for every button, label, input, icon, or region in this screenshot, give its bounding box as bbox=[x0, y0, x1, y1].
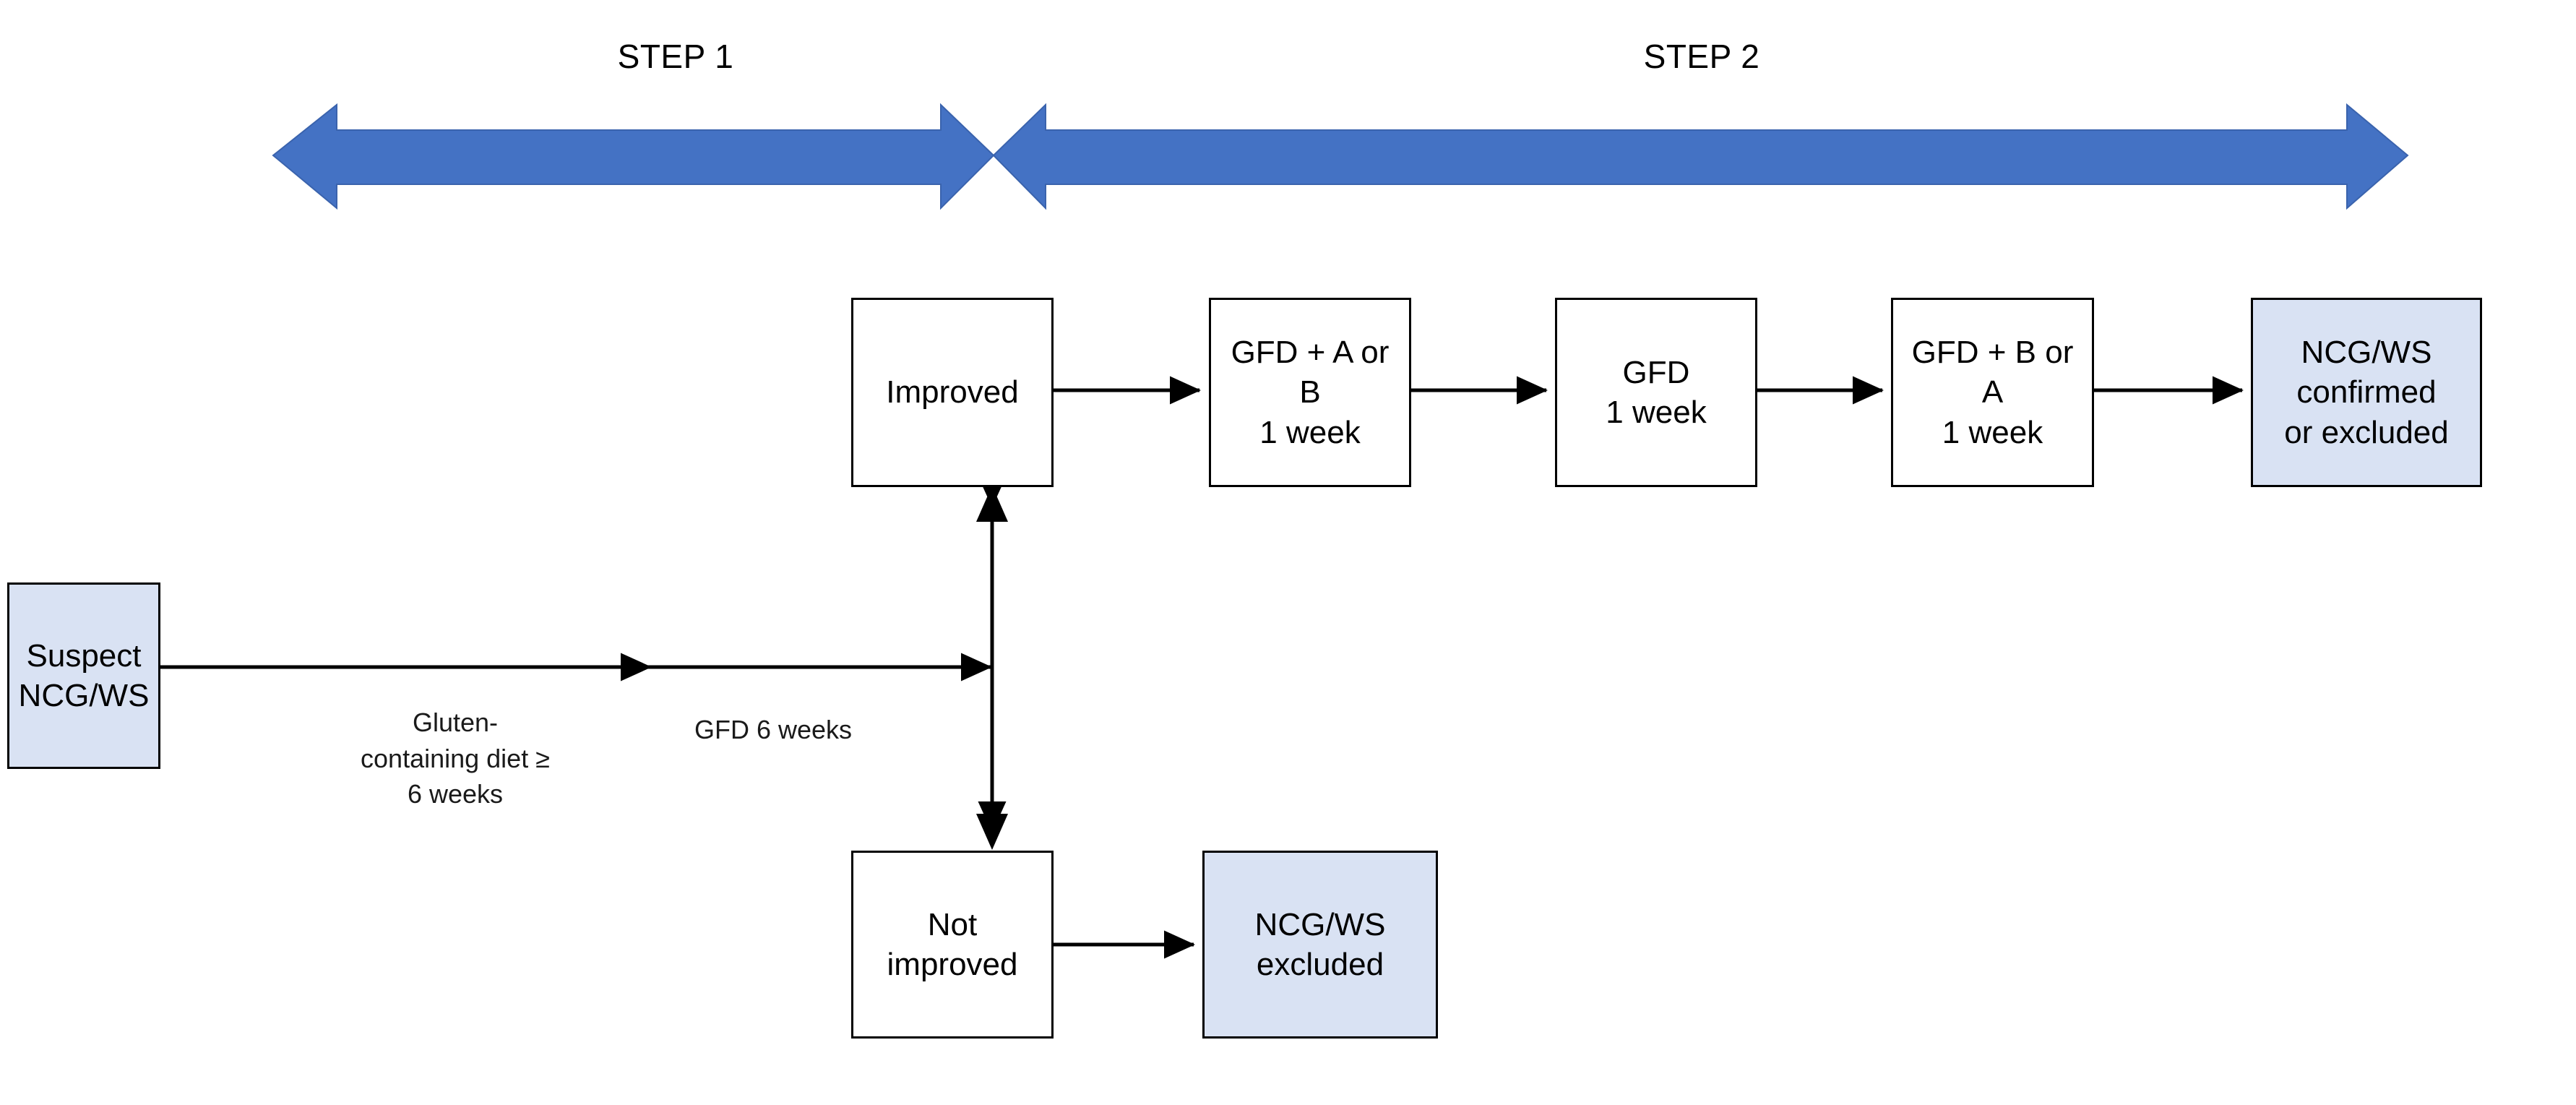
node-improved[interactable]: Improved bbox=[851, 298, 1054, 487]
node-gfd-b-or-a[interactable]: GFD + B or A 1 week bbox=[1891, 298, 2094, 487]
edge-label-gluten-diet: Gluten- containing diet ≥ 6 weeks bbox=[361, 708, 550, 809]
node-ncgws-excluded-label: NCG/WS excluded bbox=[1254, 906, 1386, 982]
node-suspect-ncgws[interactable]: Suspect NCG/WS bbox=[7, 582, 160, 769]
decision-arrowhead-up bbox=[976, 486, 1008, 522]
node-ncgws-confirmed-label: NCG/WS confirmed or excluded bbox=[2284, 334, 2449, 450]
step-1-label: STEP 1 bbox=[617, 38, 734, 75]
step2-banner-arrow bbox=[992, 103, 2409, 210]
node-gfd-washout[interactable]: GFD 1 week bbox=[1555, 298, 1757, 487]
node-suspect-ncgws-label: Suspect NCG/WS bbox=[18, 637, 150, 713]
node-ncgws-confirmed[interactable]: NCG/WS confirmed or excluded bbox=[2251, 298, 2482, 487]
decision-arrowhead-down bbox=[976, 814, 1008, 850]
node-gfd-b-or-a-label: GFD + B or A 1 week bbox=[1911, 334, 2074, 450]
node-gfd-a-or-b[interactable]: GFD + A or B 1 week bbox=[1209, 298, 1411, 487]
edge-label-gfd-6-weeks: GFD 6 weeks bbox=[694, 715, 853, 744]
node-gfd-washout-label: GFD 1 week bbox=[1606, 354, 1707, 430]
node-not-improved-label: Not improved bbox=[887, 906, 1018, 982]
node-improved-label: Improved bbox=[886, 374, 1019, 410]
step-2-label: STEP 2 bbox=[1643, 38, 1760, 75]
node-not-improved[interactable]: Not improved bbox=[851, 851, 1054, 1039]
node-ncgws-excluded[interactable]: NCG/WS excluded bbox=[1202, 851, 1438, 1039]
node-gfd-a-or-b-label: GFD + A or B 1 week bbox=[1231, 334, 1390, 450]
